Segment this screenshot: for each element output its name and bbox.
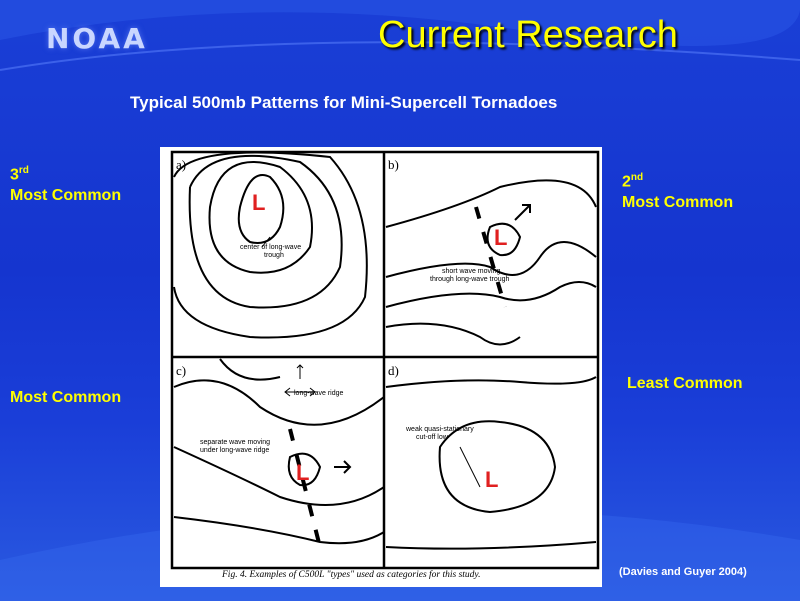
panel-c-note-line2: under long-wave ridge [200, 447, 269, 454]
panel-c-note-line1: separate wave moving [200, 439, 270, 446]
panel-d-note-line1: weak quasi-stationary [405, 426, 474, 433]
panel-b-low-marker: L [494, 225, 507, 250]
panel-c-letter: c) [176, 363, 186, 378]
panel-a-low-marker: L [252, 190, 265, 215]
label-least-common: Least Common [627, 375, 743, 392]
panel-c-low-marker: L [296, 460, 309, 485]
citation: (Davies and Guyer 2004) [619, 566, 747, 578]
panel-b-note-line2: through long-wave trough [430, 276, 509, 283]
panel-d-low-marker: L [485, 467, 498, 492]
label-third-most-common: 3rd Most Common [10, 165, 122, 205]
panel-c-ridge-note: long-wave ridge [294, 390, 344, 397]
figure-caption: Fig. 4. Examples of C500L "types" used a… [222, 570, 481, 580]
panel-b-letter: b) [388, 157, 399, 172]
panel-d-letter: d) [388, 363, 399, 378]
panel-a-note-line1: center of long-wave [240, 244, 301, 251]
pattern-diagrams: a) b) c) d) L L L L center of long-wave … [170, 150, 600, 570]
pattern-figure: a) b) c) d) L L L L center of long-wave … [160, 147, 602, 587]
panel-a-letter: a) [176, 157, 186, 172]
label-most-common: Most Common [10, 389, 122, 406]
noaa-logo: NOAA [46, 22, 148, 55]
panel-a-note-line2: trough [264, 252, 284, 259]
subtitle: Typical 500mb Patterns for Mini-Supercel… [130, 93, 558, 112]
page-title: Current Research [378, 14, 678, 56]
panel-b-note-line1: short wave moving [442, 268, 500, 275]
label-second-most-common: 2nd Most Common [622, 172, 734, 212]
panel-d-note-line2: cut-off low [416, 434, 449, 441]
